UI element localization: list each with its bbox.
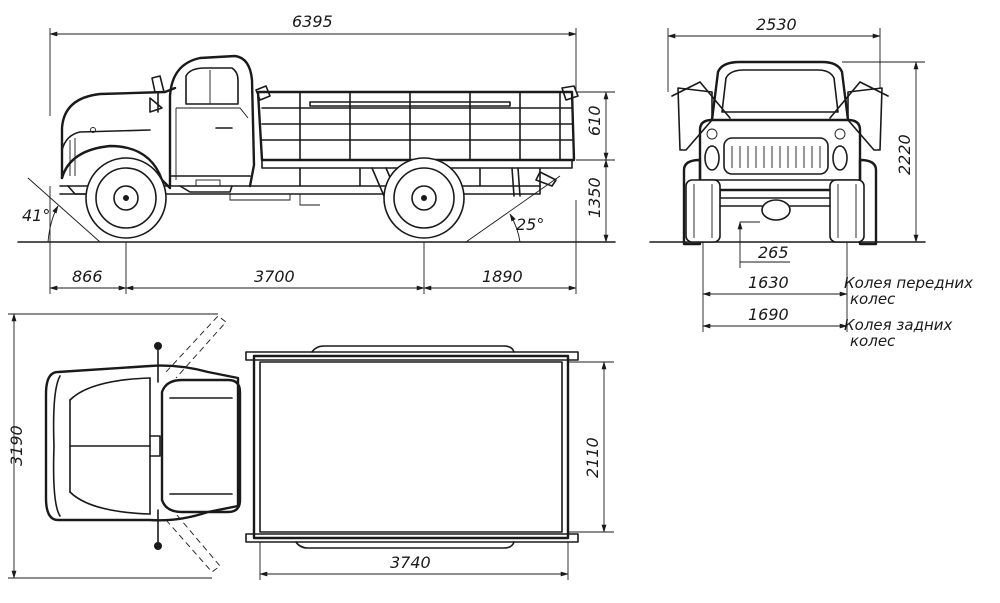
side-view: 41° 25° 6395 866 3700 1890 610 1350	[17, 12, 616, 294]
top-cab-roof	[160, 378, 242, 514]
rear-track-value: 1690	[748, 305, 789, 324]
differential	[761, 199, 791, 221]
left-headlight	[704, 145, 720, 171]
open-door-left	[165, 315, 227, 379]
cab-window	[185, 67, 239, 105]
left-mirror	[154, 342, 162, 350]
rear-overhang-label: 1890	[482, 267, 523, 286]
rear-wheel	[383, 157, 465, 239]
right-mirror	[154, 542, 162, 550]
wheelbase-label: 3700	[254, 267, 295, 286]
side-height-label: 610	[585, 105, 604, 136]
body-length-label: 3740	[390, 553, 431, 572]
front-track-value: 1630	[748, 273, 789, 292]
open-door-right	[165, 513, 221, 573]
ground-clearance-label: 265	[758, 243, 789, 262]
cargo-body	[256, 90, 576, 162]
approach-angle-label: 41°	[22, 206, 50, 225]
front-cab	[710, 60, 850, 122]
side-mirror	[151, 75, 165, 93]
front-face	[698, 118, 862, 192]
top-view: 3190 2110 3740	[7, 313, 614, 580]
overall-height-label: 2220	[895, 134, 914, 175]
overall-width-label: 2530	[756, 15, 797, 34]
body-width-label: 2110	[583, 437, 602, 478]
top-cargo-body	[252, 354, 570, 540]
rear-track-caption-line2: колес	[850, 332, 896, 350]
hood	[60, 86, 177, 180]
top-overall-width-label: 3190	[7, 425, 26, 466]
right-headlight	[832, 145, 848, 171]
front-left-tire	[685, 179, 721, 243]
departure-angle-line	[465, 175, 561, 243]
front-right-tire	[829, 179, 865, 243]
top-hood-cab	[44, 364, 240, 522]
front-wheel	[85, 157, 167, 239]
rear-track-caption-line1: Колея задних	[844, 316, 953, 334]
overall-length-label: 6395	[292, 12, 333, 31]
front-track-caption-line1: Колея передних	[844, 274, 973, 292]
windshield	[721, 69, 839, 113]
front-track-caption-line2: колес	[850, 290, 896, 308]
radiator-grille	[723, 137, 829, 175]
front-overhang-label: 866	[72, 267, 103, 286]
approach-angle-line	[27, 177, 101, 243]
front-view: 2530 2220 265 1630 1690 Колея передних к…	[649, 15, 973, 350]
departure-angle-label: 25°	[516, 215, 544, 234]
cab	[168, 54, 256, 188]
platform-height-label: 1350	[585, 177, 604, 218]
